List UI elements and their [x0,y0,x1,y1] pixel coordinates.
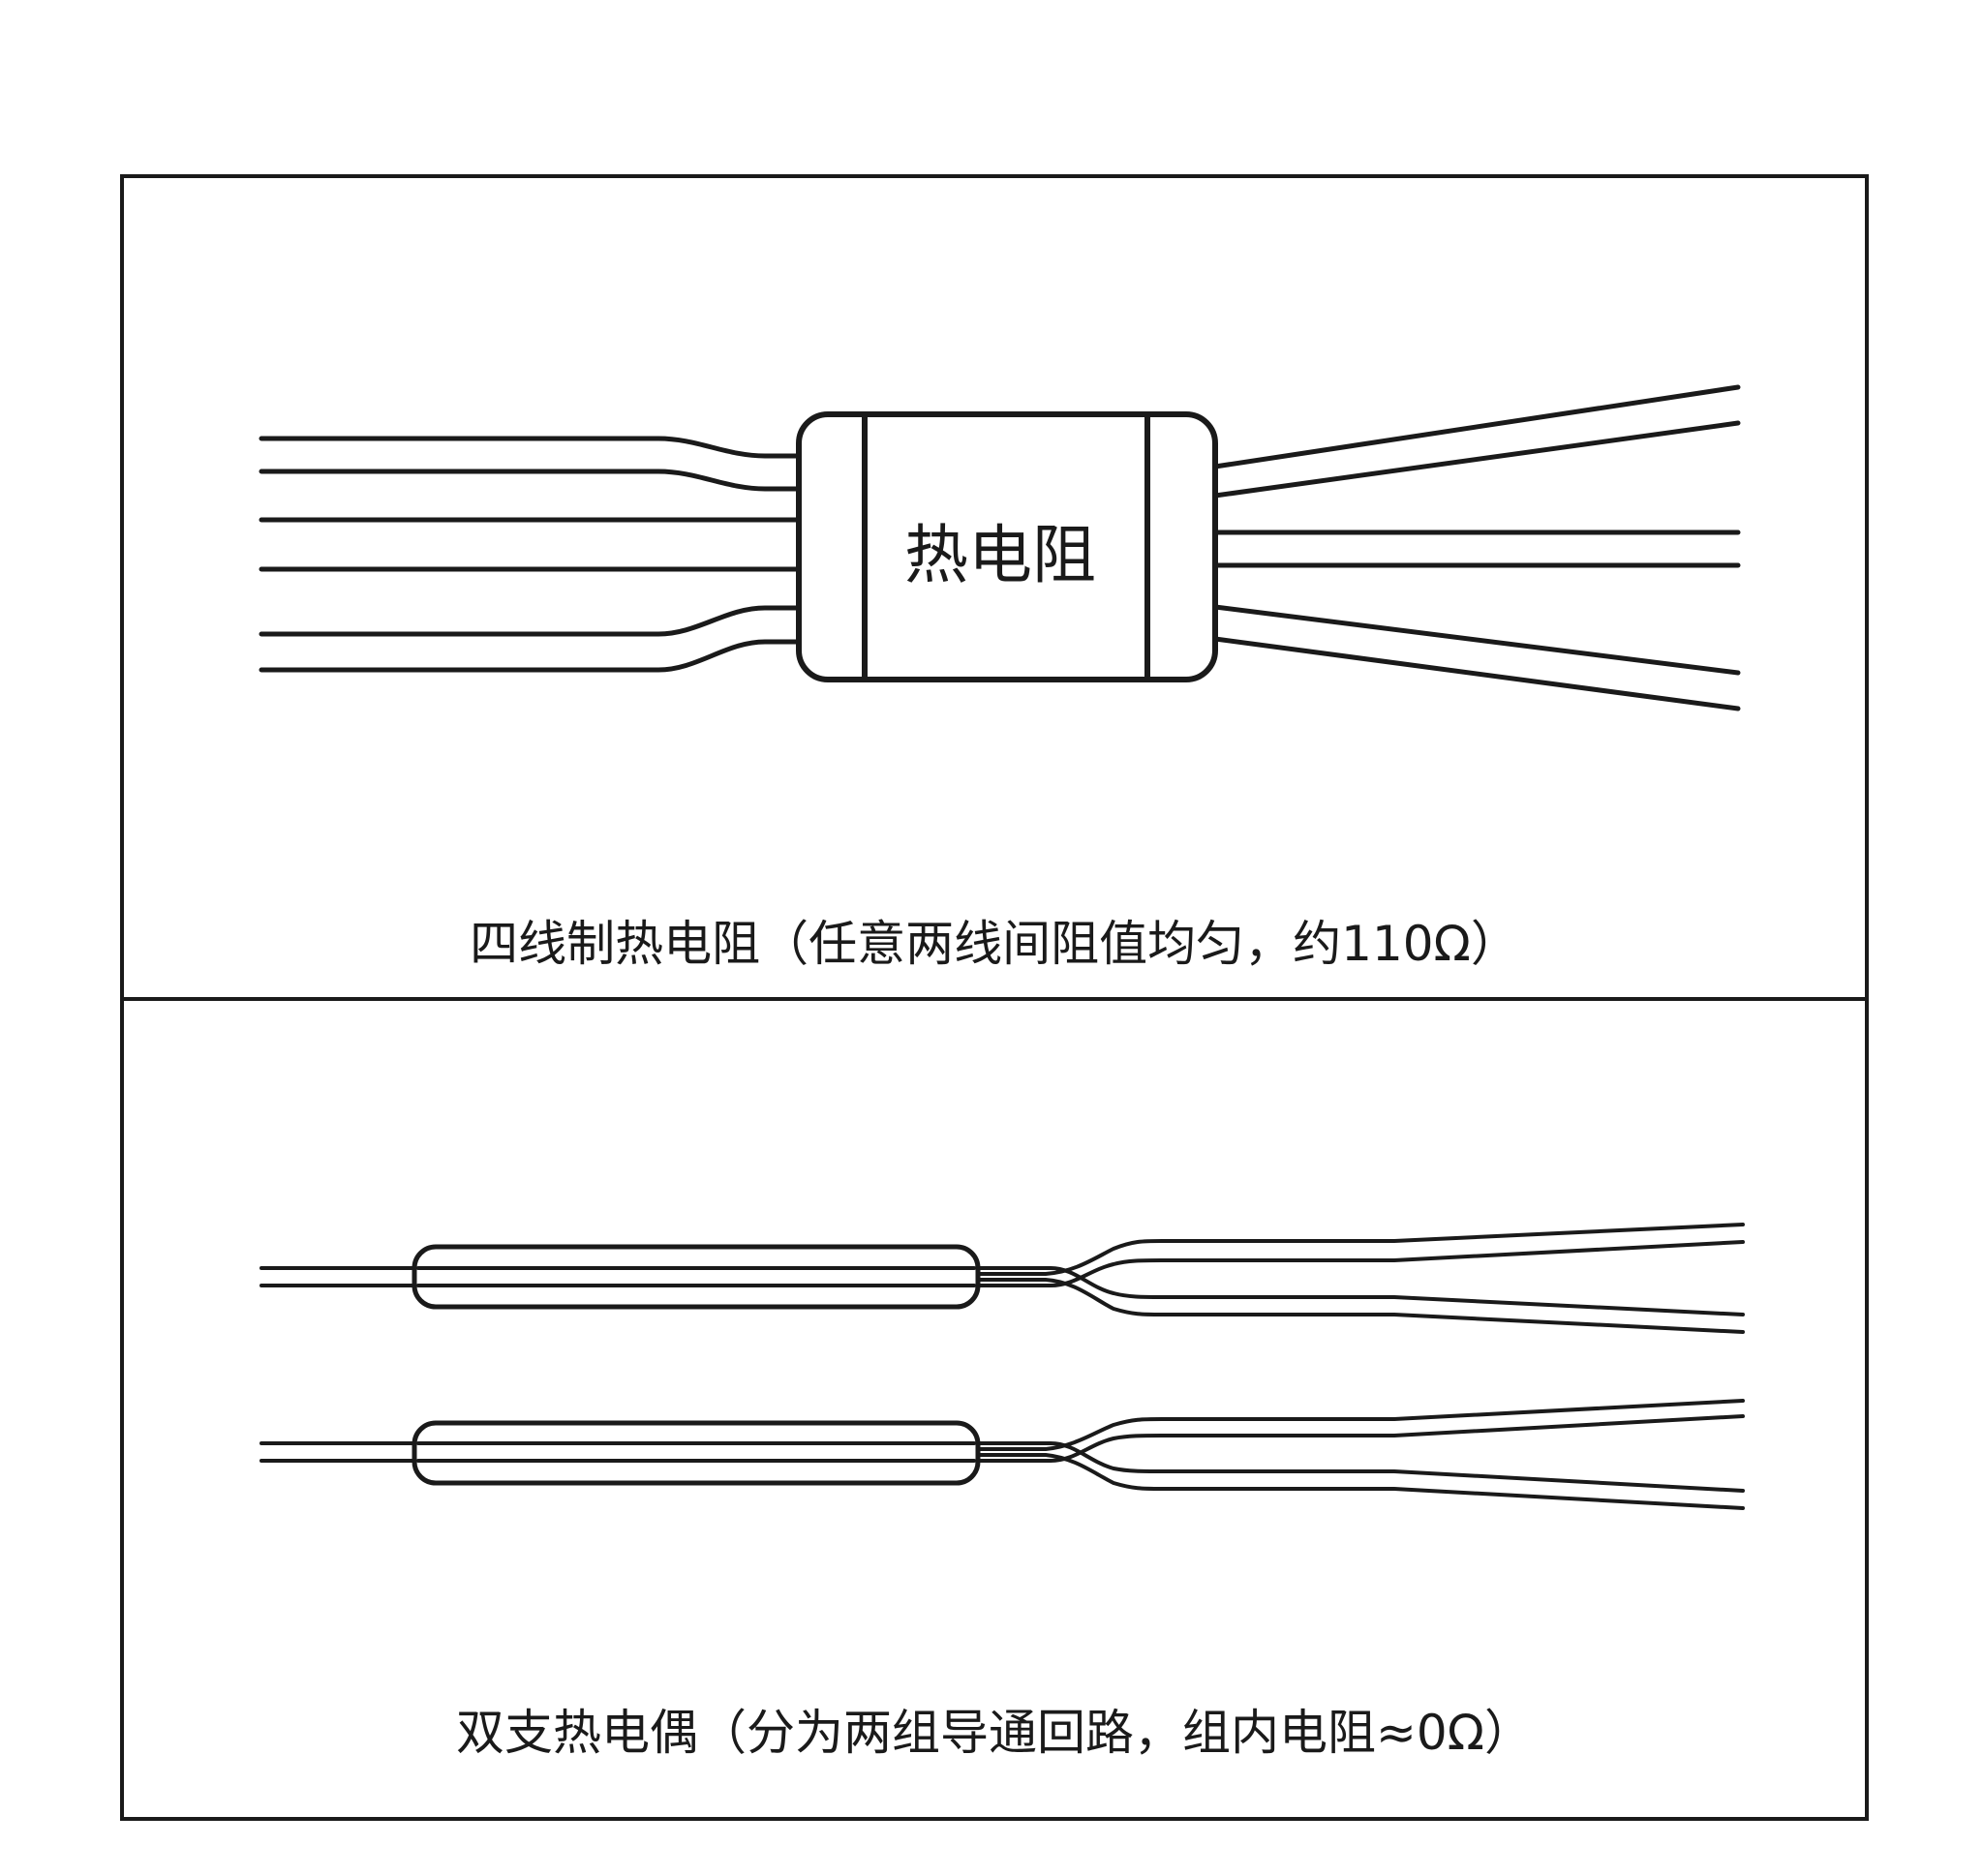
rtd-caption: 四线制热电阻（任意两线间阻值均匀，约110Ω） [470,916,1519,972]
rtd-left-wire-6 [259,639,802,673]
rtd-left-wire-5 [259,605,802,637]
thermocouple-caption: 双支热电偶（分为两组导通回路，组内电阻≈0Ω） [456,1705,1533,1761]
rtd-component [259,384,1741,711]
rtd-right-wire-5 [1212,604,1741,676]
rtd-body [796,411,1218,682]
tc2-wire-a [976,1441,1745,1493]
rtd-right-wire-6 [1212,636,1741,711]
tc2-wire-c [976,1399,1745,1451]
tc2-sheath [412,1420,981,1486]
tc1-wire-d [976,1278,1745,1334]
tc1-sheath [412,1244,981,1310]
tc1-wire-b [976,1240,1745,1287]
thermocouple-1 [259,1223,1745,1334]
rtd-right-wire-1 [1212,384,1741,469]
rtd-component-label: 热电阻 [904,518,1096,592]
panel-divider [120,997,1869,1001]
tc1-wire-c [976,1223,1745,1276]
rtd-right-wire-2 [1212,420,1741,499]
thermocouple-2 [259,1399,1745,1510]
tc2-wire-d [976,1453,1745,1510]
rtd-left-wire-2 [259,469,802,492]
tc1-wire-a [976,1266,1745,1316]
tc2-wire-b [976,1414,1745,1463]
rtd-left-wire-1 [259,436,802,459]
